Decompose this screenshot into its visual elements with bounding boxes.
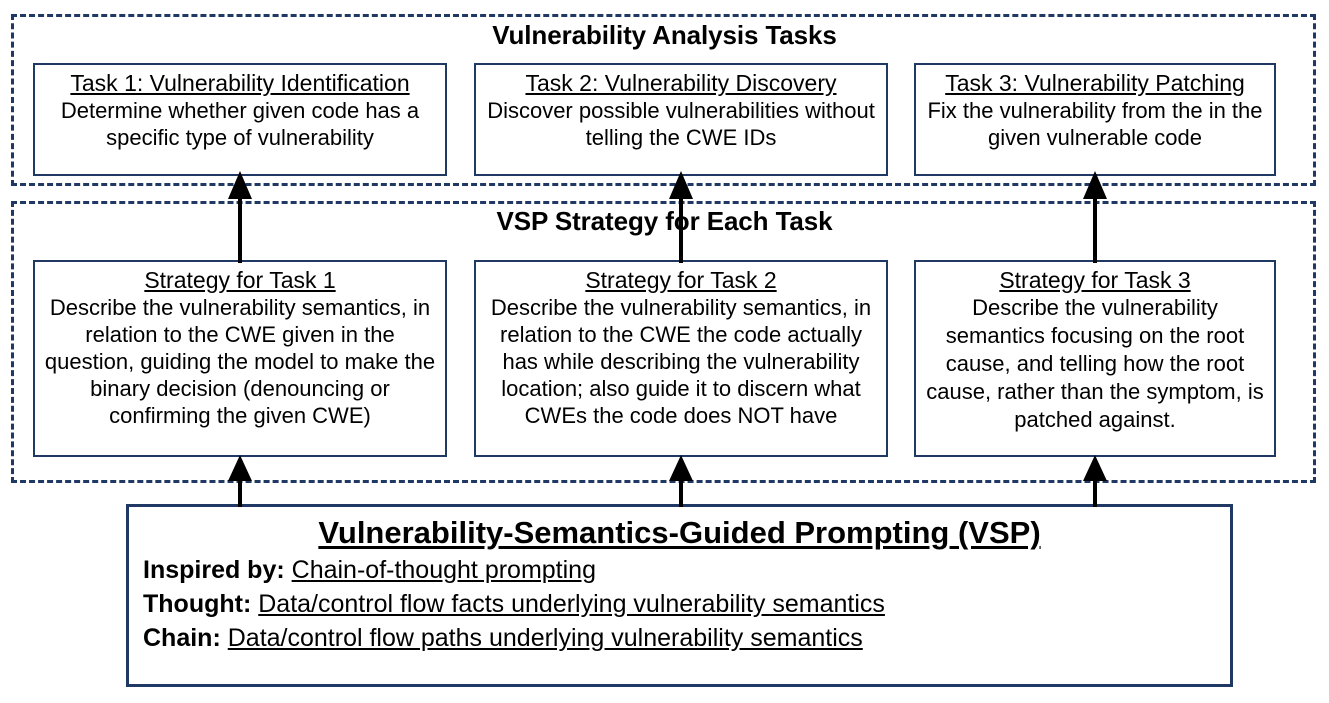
vsp-box: Vulnerability-Semantics-Guided Prompting… — [126, 504, 1233, 687]
arrow-vsp-to-strategy2 — [668, 455, 694, 507]
arrow-up-icon — [669, 455, 693, 507]
vsp-title: Vulnerability-Semantics-Guided Prompting… — [318, 515, 1041, 550]
task-box-1-body: Determine whether given code has a speci… — [60, 98, 420, 150]
vsp-label-thought: Thought: — [143, 590, 252, 618]
vsp-label-inspired-by: Inspired by: — [143, 556, 285, 584]
group-vulnerability-analysis-tasks — [11, 14, 1316, 186]
task-box-2-title: Task 2: Vulnerability Discovery — [525, 70, 837, 96]
task-box-3-body: Fix the vulnerability from the in the gi… — [927, 98, 1263, 150]
group-title-vulnerability-analysis-tasks: Vulnerability Analysis Tasks — [492, 20, 837, 50]
group-vsp-strategy-for-each-task — [11, 201, 1316, 483]
strategy-box-1: Strategy for Task 1 Describe the vulnera… — [33, 260, 447, 457]
strategy-box-2-title: Strategy for Task 2 — [585, 267, 777, 293]
arrow-up-icon — [1083, 455, 1107, 507]
strategy-box-2: Strategy for Task 2 Describe the vulnera… — [474, 260, 888, 457]
arrow-vsp-to-strategy1 — [227, 455, 253, 507]
vsp-line-chain: Chain: Data/control flow paths underlyin… — [143, 621, 1216, 655]
group-title-vsp-strategy-for-each-task: VSP Strategy for Each Task — [496, 206, 833, 236]
vsp-value-thought: Data/control flow facts underlying vulne… — [258, 590, 885, 618]
task-box-3-title: Task 3: Vulnerability Patching — [945, 70, 1245, 96]
vsp-line-inspired-by: Inspired by: Chain-of-thought prompting — [143, 553, 1216, 587]
vsp-value-inspired-by: Chain-of-thought prompting — [291, 556, 596, 584]
arrow-up-icon — [1083, 171, 1107, 263]
strategy-box-3-title: Strategy for Task 3 — [999, 267, 1191, 293]
arrow-up-icon — [669, 171, 693, 263]
arrow-strategy1-to-task1 — [227, 171, 253, 263]
task-box-1-title: Task 1: Vulnerability Identification — [70, 70, 410, 96]
arrow-up-icon — [228, 455, 252, 507]
task-box-2: Task 2: Vulnerability Discovery Discover… — [474, 63, 888, 176]
strategy-box-2-body: Describe the vulnerability semantics, in… — [490, 295, 872, 428]
arrow-vsp-to-strategy3 — [1082, 455, 1108, 507]
strategy-box-3-body: Describe the vulnerability semantics foc… — [926, 295, 1264, 432]
arrow-strategy2-to-task2 — [668, 171, 694, 263]
strategy-box-1-body: Describe the vulnerability semantics, in… — [44, 295, 436, 428]
task-box-3: Task 3: Vulnerability Patching Fix the v… — [914, 63, 1276, 176]
vsp-value-chain: Data/control flow paths underlying vulne… — [227, 624, 863, 652]
task-box-1: Task 1: Vulnerability Identification Det… — [33, 63, 447, 176]
arrow-strategy3-to-task3 — [1082, 171, 1108, 263]
vsp-line-thought: Thought: Data/control flow facts underly… — [143, 587, 1216, 621]
strategy-box-3: Strategy for Task 3 Describe the vulnera… — [914, 260, 1276, 457]
arrow-up-icon — [228, 171, 252, 263]
task-box-2-body: Discover possible vulnerabilities withou… — [487, 98, 875, 150]
strategy-box-1-title: Strategy for Task 1 — [144, 267, 336, 293]
vsp-label-chain: Chain: — [143, 624, 221, 652]
